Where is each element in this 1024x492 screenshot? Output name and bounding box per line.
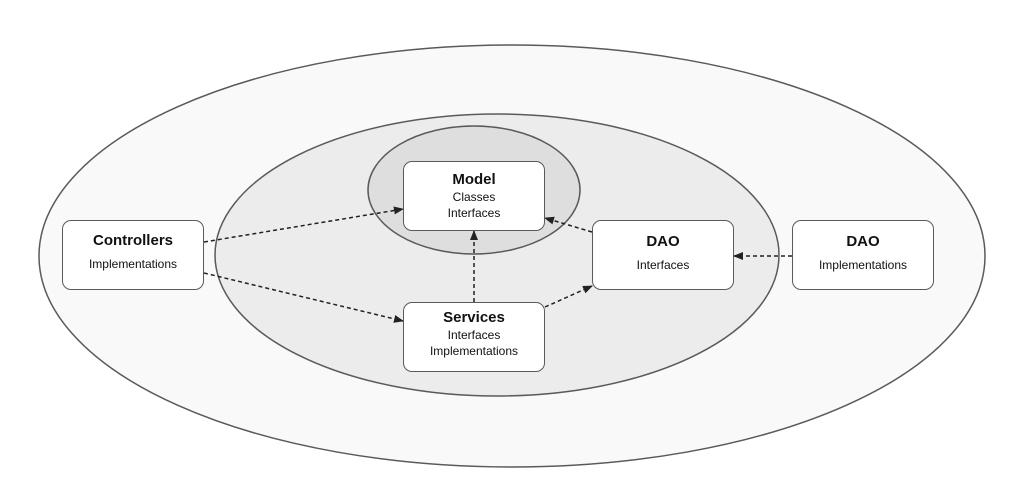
arrow-dao-interfaces-to-model <box>544 216 593 233</box>
dao-interfaces-title: DAO <box>646 233 680 250</box>
controllers-box: Controllers Implementations <box>62 220 204 290</box>
arrow-controllers-to-services <box>203 272 404 323</box>
model-title: Model <box>452 171 496 188</box>
model-box: Model Classes Interfaces <box>403 161 545 231</box>
controllers-title: Controllers <box>92 232 173 249</box>
dao-implementations-title: DAO <box>846 233 880 250</box>
dao-interfaces-line-1: Interfaces <box>636 258 690 272</box>
services-box: Services Interfaces Implementations <box>403 302 545 372</box>
middle-layer <box>214 113 780 397</box>
dao-implementations-line-1: Implementations <box>818 258 908 272</box>
services-line-2: Implementations <box>429 344 519 358</box>
model-line-1: Classes <box>452 190 496 204</box>
services-title: Services <box>443 309 505 326</box>
controllers-line-1: Implementations <box>88 257 178 271</box>
services-line-1: Interfaces <box>447 328 501 342</box>
dao-interfaces-box: DAO Interfaces <box>592 220 734 290</box>
model-line-2: Interfaces <box>447 206 501 220</box>
arrow-services-to-dao-interfaces <box>544 285 593 308</box>
dao-implementations-box: DAO Implementations <box>792 220 934 290</box>
arrow-controllers-to-model <box>203 206 404 243</box>
